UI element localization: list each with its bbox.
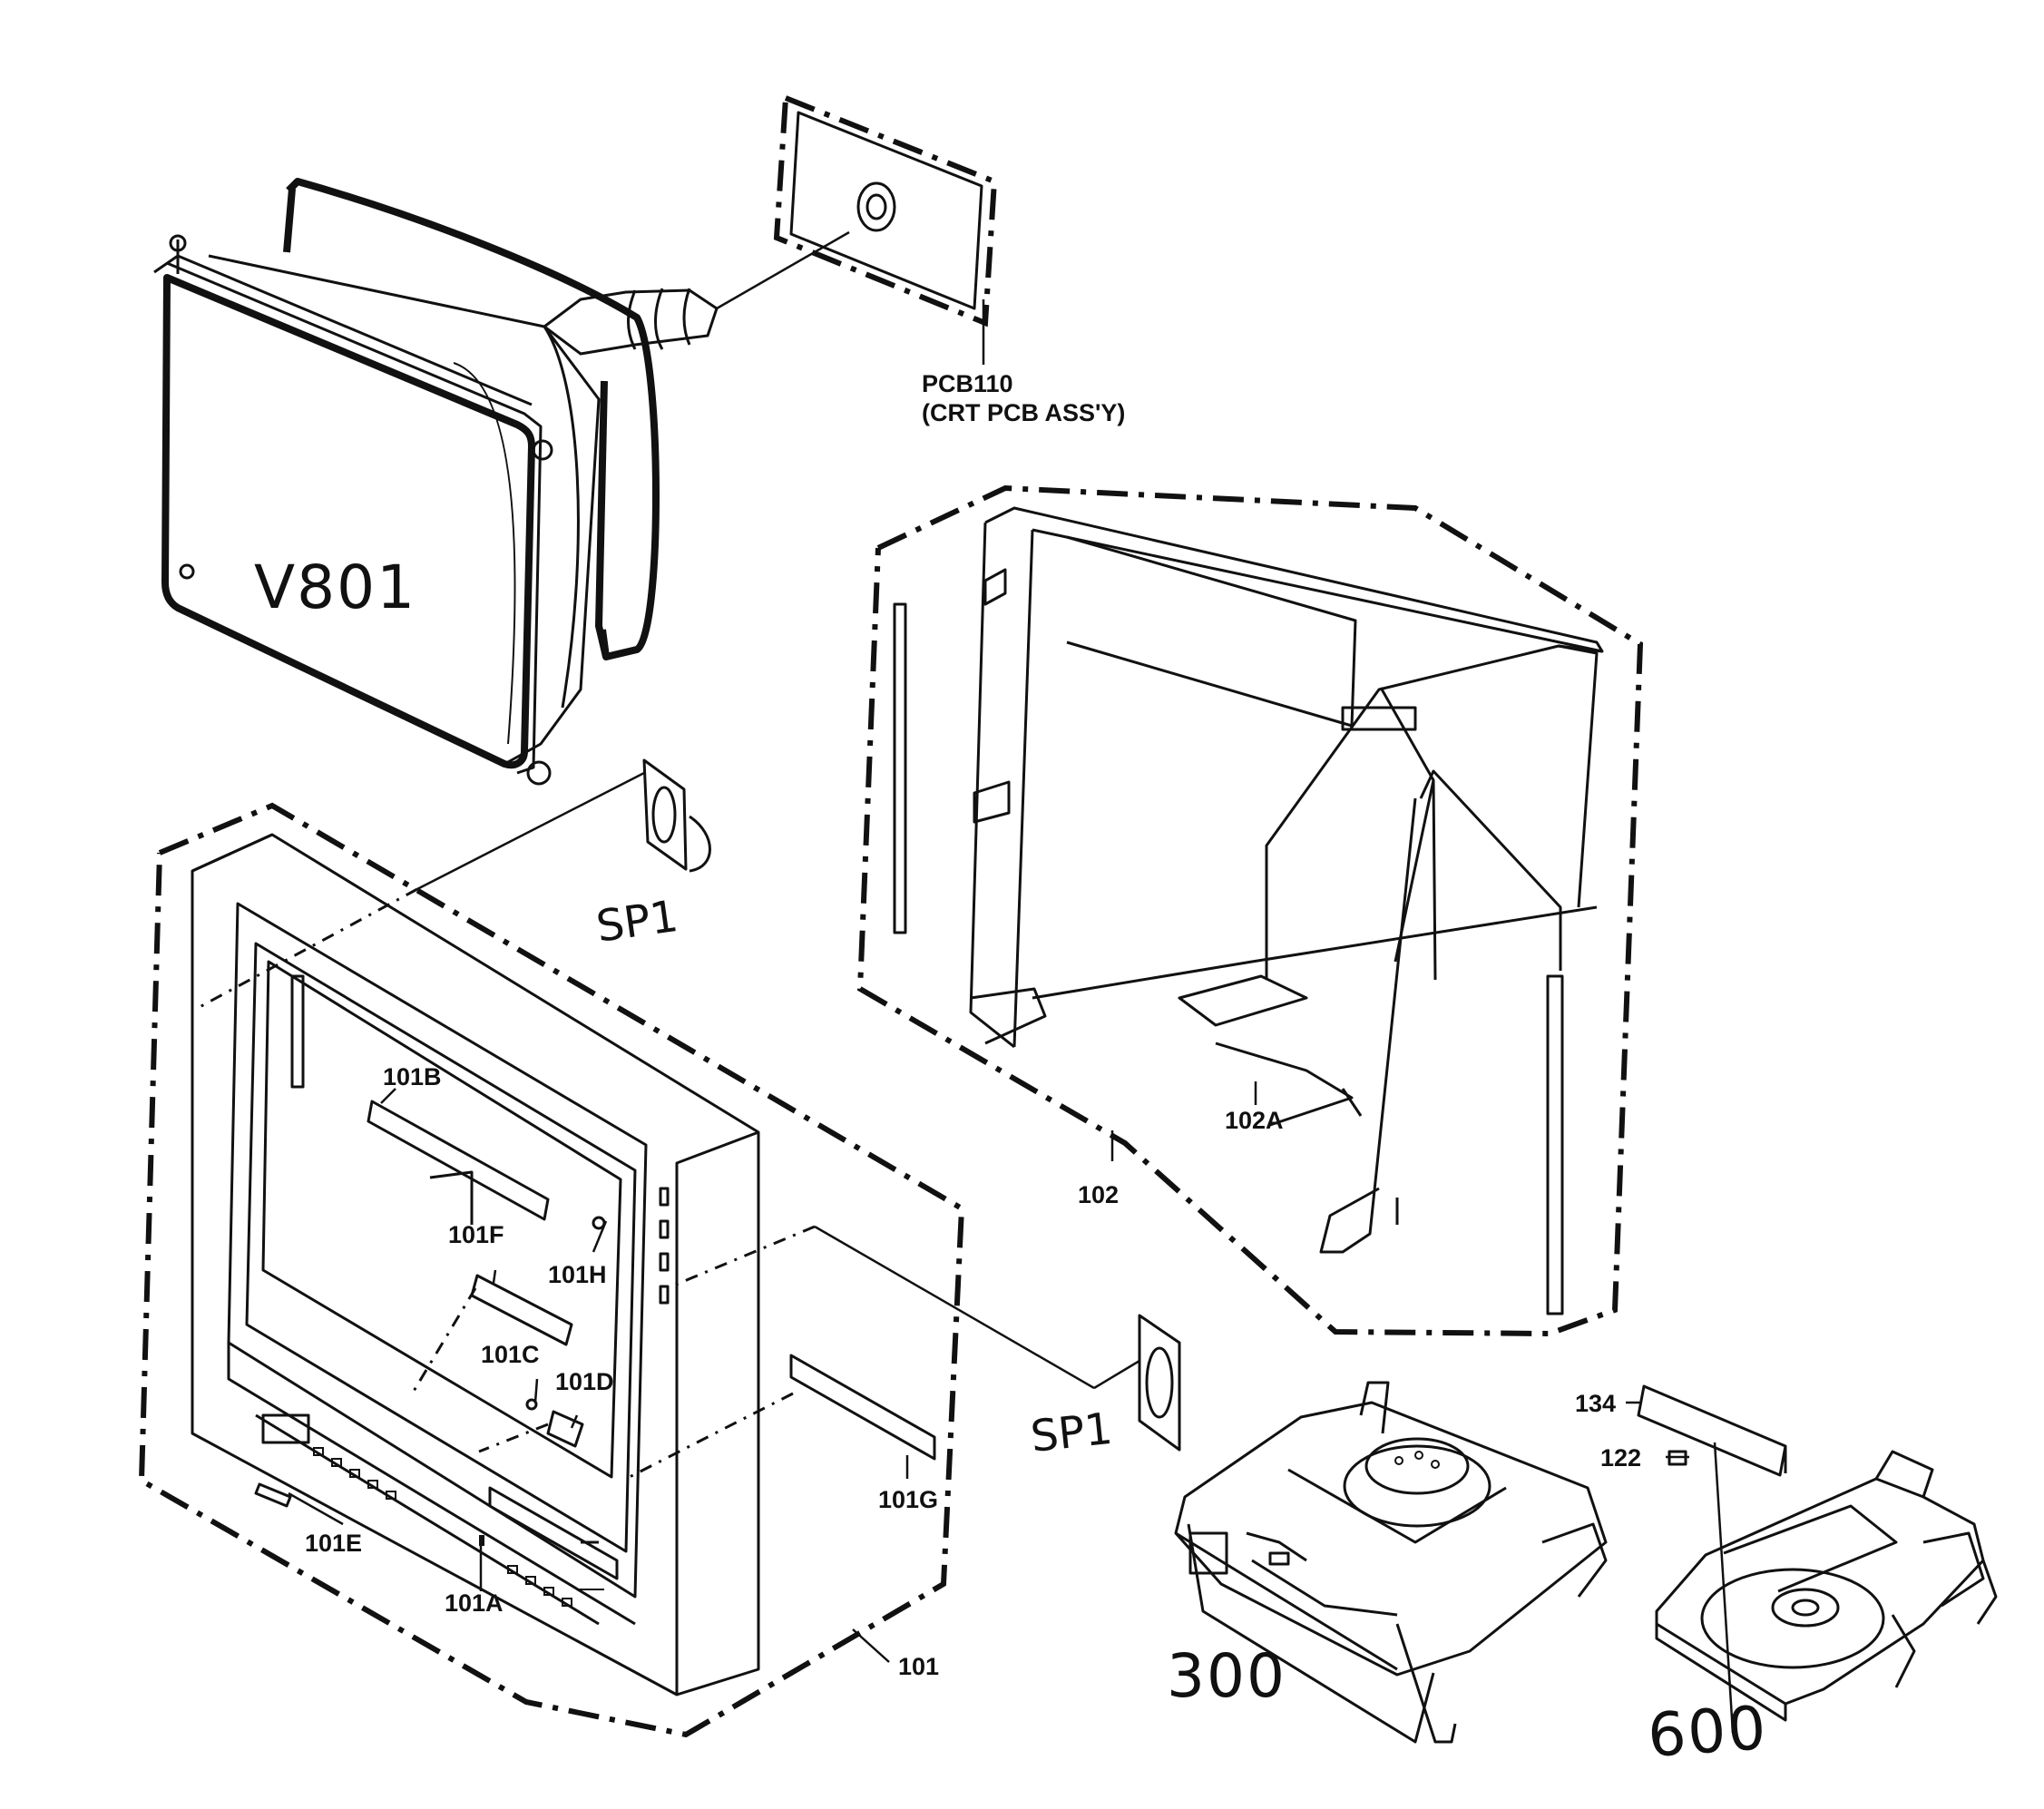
label-101d: 101D <box>555 1368 614 1395</box>
label-101a: 101A <box>445 1589 504 1617</box>
label-v801: V801 <box>254 552 416 622</box>
speaker-top <box>642 758 711 873</box>
label-sp1-top: SP1 <box>593 891 681 953</box>
label-102a: 102A <box>1225 1107 1284 1134</box>
label-101c: 101C <box>481 1341 540 1368</box>
label-pcb110-desc: (CRT PCB ASS'Y) <box>922 399 1125 426</box>
label-600: 600 <box>1646 1693 1770 1771</box>
dvd-mechanism <box>1637 1384 1998 1722</box>
label-101e: 101E <box>305 1530 362 1557</box>
label-122: 122 <box>1600 1444 1641 1472</box>
label-sp1-bottom: SP1 <box>1028 1403 1114 1462</box>
side-control-buttons <box>659 1187 670 1305</box>
label-101: 101 <box>898 1653 939 1680</box>
label-101b: 101B <box>383 1063 442 1090</box>
label-101h: 101H <box>548 1261 607 1288</box>
part-labels: PCB110 (CRT PCB ASS'Y) V801 SP1 SP1 101B… <box>254 370 1770 1771</box>
front-cabinet <box>138 802 965 1738</box>
front-panel-buttons <box>313 1447 572 1607</box>
label-pcb110: PCB110 <box>922 370 1013 397</box>
speaker-bottom <box>1138 1314 1181 1452</box>
leader-lines <box>199 771 1735 1734</box>
label-300: 300 <box>1167 1641 1286 1711</box>
label-134: 134 <box>1575 1390 1616 1417</box>
label-102: 102 <box>1078 1181 1119 1208</box>
vcr-mechanism <box>1174 1381 1608 1744</box>
crt-pcb-board <box>773 93 998 365</box>
label-101g: 101G <box>878 1486 938 1513</box>
back-cabinet <box>856 484 1644 1337</box>
label-101f: 101F <box>448 1221 504 1248</box>
crt-picture-tube <box>153 178 850 786</box>
